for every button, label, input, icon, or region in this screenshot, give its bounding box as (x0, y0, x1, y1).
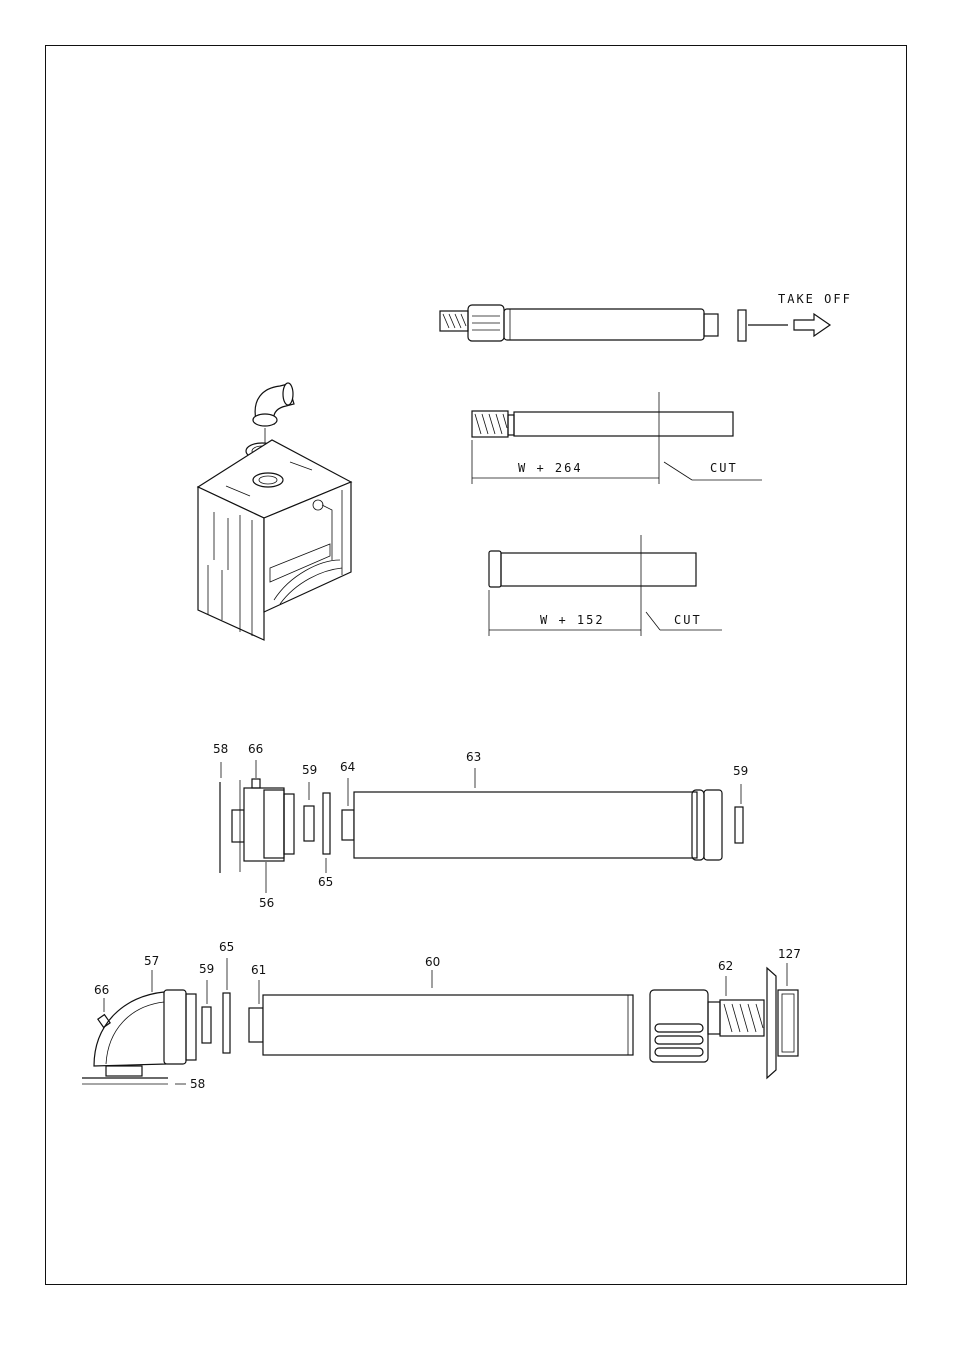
cut-label-2: CUT (674, 613, 702, 627)
take-off-ring (737, 309, 747, 342)
boiler-flue-hole (252, 472, 284, 488)
label-127: 127 (778, 947, 801, 961)
part-127-frame (777, 989, 799, 1057)
label-65a: 65 (318, 875, 333, 889)
part-62-terminal (649, 989, 709, 1063)
part-66-test-point (251, 778, 261, 789)
exploded-row-middle: 58 66 59 64 63 59 65 56 (213, 742, 748, 910)
label-63: 63 (466, 750, 481, 764)
label-65b: 65 (219, 940, 234, 954)
part-60-tube (262, 994, 634, 1056)
label-64: 64 (340, 760, 355, 774)
part-127-plate (766, 966, 777, 1080)
part-65-clamp (322, 792, 331, 855)
tube-spigot (703, 313, 719, 337)
cut1-tube (513, 411, 734, 437)
label-58a: 58 (213, 742, 228, 756)
cut-label-1: CUT (710, 461, 738, 475)
part-64-spigot (341, 809, 355, 841)
label-60: 60 (425, 955, 440, 969)
cut2-tube (500, 552, 697, 587)
label-56: 56 (259, 896, 274, 910)
label-59c: 59 (199, 962, 214, 976)
label-66a: 66 (248, 742, 263, 756)
label-61: 61 (251, 963, 266, 977)
part-59-seal-b (201, 1006, 212, 1044)
page-border (45, 45, 907, 1285)
cut-tube-2: W + 152 CUT (488, 535, 722, 636)
exploded-row-bottom: 57 66 59 65 61 60 62 127 58 (82, 940, 801, 1091)
part-59-seal-right (734, 806, 744, 844)
part-63-tube (353, 791, 698, 859)
part-61-spigot (248, 1007, 264, 1043)
dim-w-152: W + 152 (540, 613, 605, 627)
outer-tube (503, 308, 705, 341)
boiler-isometric (196, 382, 353, 641)
cut1-mesh (471, 410, 509, 438)
take-off-label: TAKE OFF (778, 292, 852, 306)
cut-tube-1: W + 264 CUT (471, 392, 762, 484)
label-59a: 59 (302, 763, 317, 777)
label-58b: 58 (190, 1077, 205, 1091)
part-57-elbow (93, 991, 167, 1067)
label-59b: 59 (733, 764, 748, 778)
label-62: 62 (718, 959, 733, 973)
label-66b: 66 (94, 983, 109, 997)
dim-w-264: W + 264 (518, 461, 583, 475)
take-off-arrow-icon (793, 312, 832, 338)
part-66-test-point-b (97, 1013, 111, 1029)
part-62-mesh (719, 999, 765, 1037)
part-65-clamp-b (222, 992, 231, 1054)
terminal-assembly-top: TAKE OFF (439, 292, 852, 342)
label-57: 57 (144, 954, 159, 968)
part-59-seal (303, 805, 315, 842)
